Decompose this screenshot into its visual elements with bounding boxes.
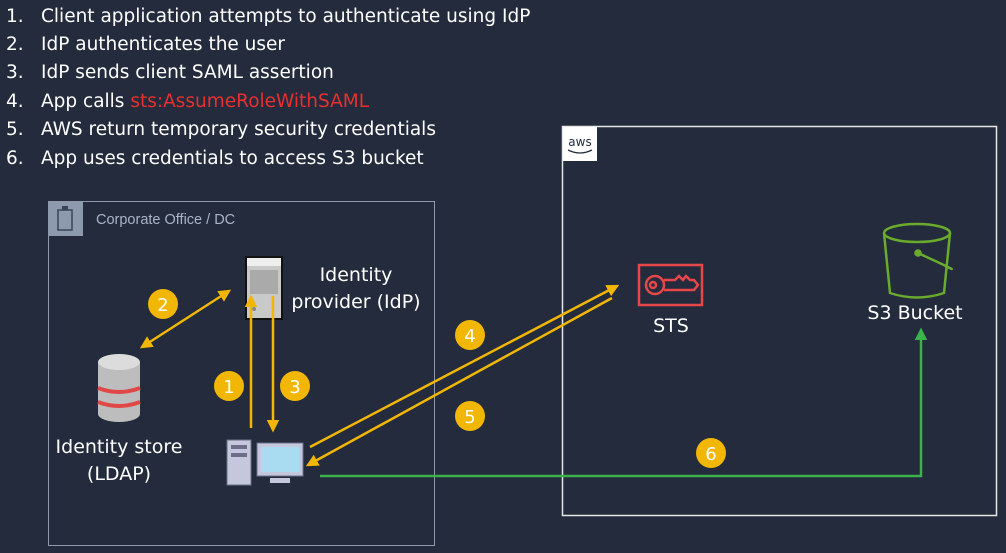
arrow-step-6 [320, 327, 928, 478]
svg-text:aws: aws [568, 135, 591, 149]
arrow-step-2 [139, 289, 232, 349]
badge-3: 3 [280, 371, 310, 401]
sts-label: STS [653, 315, 689, 337]
svg-text:3: 3 [289, 377, 300, 398]
badge-1: 1 [214, 371, 244, 401]
step-2: 2.IdP authenticates the user [6, 34, 286, 55]
badge-4: 4 [455, 320, 485, 350]
database-icon [97, 354, 141, 422]
corporate-title: Corporate Office / DC [96, 212, 236, 228]
arrow-step-4 [309, 284, 620, 449]
svg-text:5: 5 [464, 407, 475, 428]
badge-5: 5 [455, 401, 485, 431]
api-call: sts:AssumeRoleWithSAML [130, 91, 370, 112]
building-icon [48, 201, 83, 236]
step-5: 5.AWS return temporary security credenti… [6, 119, 436, 140]
step-3: 3.IdP sends client SAML assertion [6, 62, 334, 83]
client-computer-icon [226, 439, 304, 486]
badge-2: 2 [148, 289, 178, 319]
svg-text:6: 6 [705, 444, 716, 465]
corporate-boundary [48, 201, 435, 546]
badge-6: 6 [696, 438, 726, 468]
sts-key-icon [637, 263, 704, 307]
identity-store-label: Identity store(LDAP) [55, 436, 183, 485]
step-6: 6.App uses credentials to access S3 buck… [6, 148, 424, 169]
s3-label: S3 Bucket [867, 302, 963, 324]
arrow-step-5 [305, 296, 613, 467]
aws-boundary [561, 125, 998, 517]
server-icon [245, 256, 283, 320]
step-1: 1.Client application attempts to authent… [6, 6, 531, 27]
s3-bucket-icon [882, 222, 953, 299]
svg-text:2: 2 [157, 295, 168, 316]
svg-text:4: 4 [464, 326, 475, 347]
svg-text:1: 1 [223, 377, 234, 398]
aws-logo-icon: aws [563, 127, 597, 161]
step-4: 4.App calls sts:AssumeRoleWithSAML [6, 91, 370, 112]
